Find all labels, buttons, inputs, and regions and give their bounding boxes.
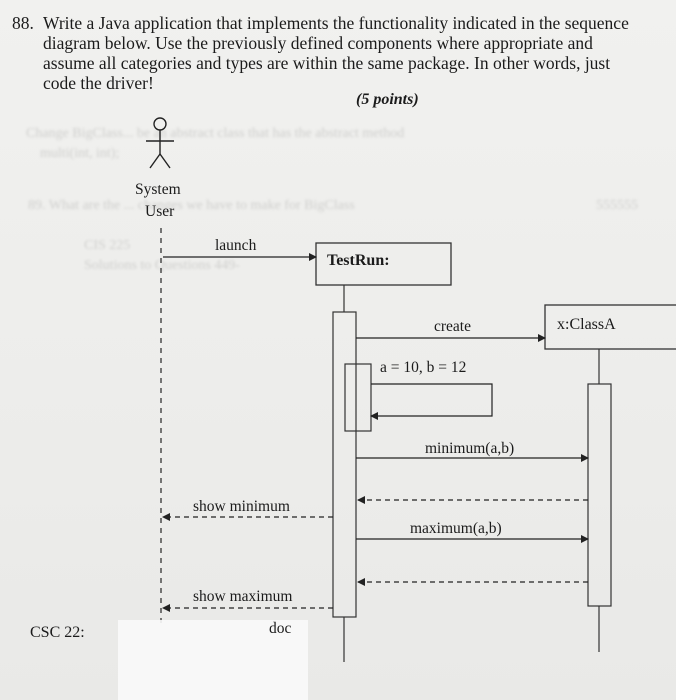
message-label: a = 10, b = 12 xyxy=(380,359,467,376)
message-label: minimum(a,b) xyxy=(425,440,515,457)
classa-object-box xyxy=(544,304,676,350)
message-label: show minimum xyxy=(193,498,290,515)
bleed-through-text: CIS 225 xyxy=(84,238,131,253)
bleed-through-text: Solutions to Questions 449- xyxy=(84,258,240,273)
bleed-through-text: 555555 xyxy=(596,198,638,213)
footer-doc-label: doc xyxy=(269,620,292,637)
self-call-arrow xyxy=(370,383,493,420)
message-label: create xyxy=(434,318,471,335)
classa-activation-bar xyxy=(587,383,612,607)
question-line: code the driver! xyxy=(43,73,154,93)
course-label: CSC 22: xyxy=(30,624,85,641)
message-label: launch xyxy=(215,237,257,254)
testrun-nested-activation xyxy=(344,363,372,432)
message-label: show maximum xyxy=(193,588,293,605)
question-line: diagram below. Use the previously define… xyxy=(43,33,593,53)
bleed-through-text: Change BigClass... be an abstract class … xyxy=(26,126,405,141)
testrun-activation-bar xyxy=(332,311,357,618)
message-label: maximum(a,b) xyxy=(410,520,502,537)
actor-label: User xyxy=(145,203,175,220)
bleed-through-text: multi(int, int); xyxy=(40,146,120,161)
footer-blank-patch xyxy=(118,620,308,700)
bleed-through-text: 89. What are the ... changes we have to … xyxy=(28,198,355,213)
question-number: 88. xyxy=(12,13,34,33)
testrun-object-label: TestRun: xyxy=(327,252,390,269)
actor-icon xyxy=(146,117,174,169)
classa-object-label: x:ClassA xyxy=(557,316,616,333)
testrun-object-box xyxy=(315,242,452,286)
actor-label: System xyxy=(135,181,181,198)
points-label: (5 points) xyxy=(356,91,419,108)
question-line: Write a Java application that implements… xyxy=(43,13,629,33)
question-line: assume all categories and types are with… xyxy=(43,53,611,73)
